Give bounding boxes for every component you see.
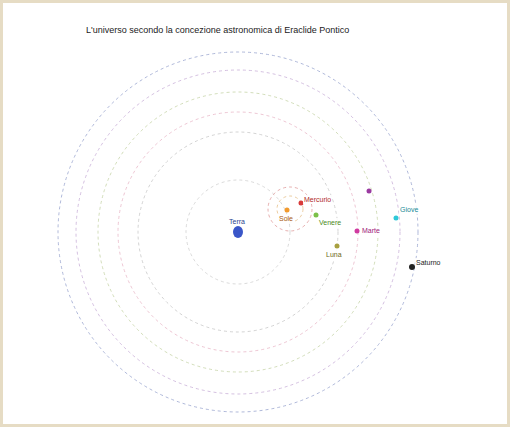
body-label: Venere (318, 218, 342, 227)
planet-dot (335, 244, 340, 249)
body-label: Mercurio (303, 195, 332, 204)
diagram-title: L'universo secondo la concezione astrono… (86, 25, 349, 35)
body-label: Giove (399, 205, 419, 214)
body-label: Terra (228, 217, 246, 226)
body-label: Marte (361, 226, 381, 235)
earth-dot (233, 226, 243, 238)
orbit (138, 132, 338, 332)
body-label: Sole (278, 214, 294, 223)
orbit (186, 180, 290, 284)
planet-dot (367, 189, 372, 194)
orbit (118, 112, 358, 352)
epicycle (277, 196, 303, 222)
epicycle (268, 187, 312, 231)
planet-dot (314, 213, 319, 218)
orbit (58, 52, 418, 412)
sun-dot (285, 208, 290, 213)
planet-dot (355, 229, 360, 234)
body-label: Luna (325, 250, 343, 259)
orbit (76, 70, 400, 394)
orbit (98, 92, 378, 372)
body-label: Saturno (415, 258, 442, 267)
planet-dot (394, 216, 399, 221)
